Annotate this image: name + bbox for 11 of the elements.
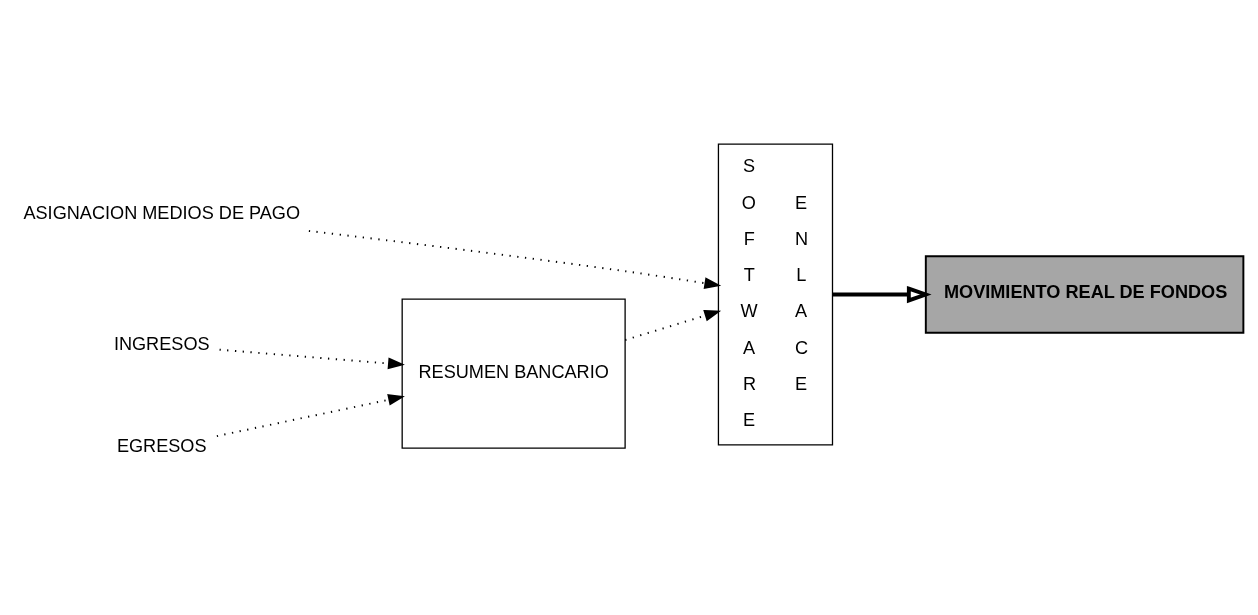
node-box: MOVIMIENTO REAL DE FONDOS (924, 255, 1245, 334)
node-box: RESUMEN BANCARIO (401, 298, 626, 449)
node-text: ASIGNACION MEDIOS DE PAGO (23, 202, 301, 223)
arrow (307, 230, 722, 289)
node-box: S O E F N T L W A A C R E E (717, 143, 834, 446)
arrow (832, 285, 932, 304)
arrow (624, 310, 722, 341)
node-text: INGRESOS (113, 333, 210, 354)
arrow (218, 348, 405, 370)
arrow (215, 394, 405, 438)
node-text: EGRESOS (116, 436, 207, 457)
